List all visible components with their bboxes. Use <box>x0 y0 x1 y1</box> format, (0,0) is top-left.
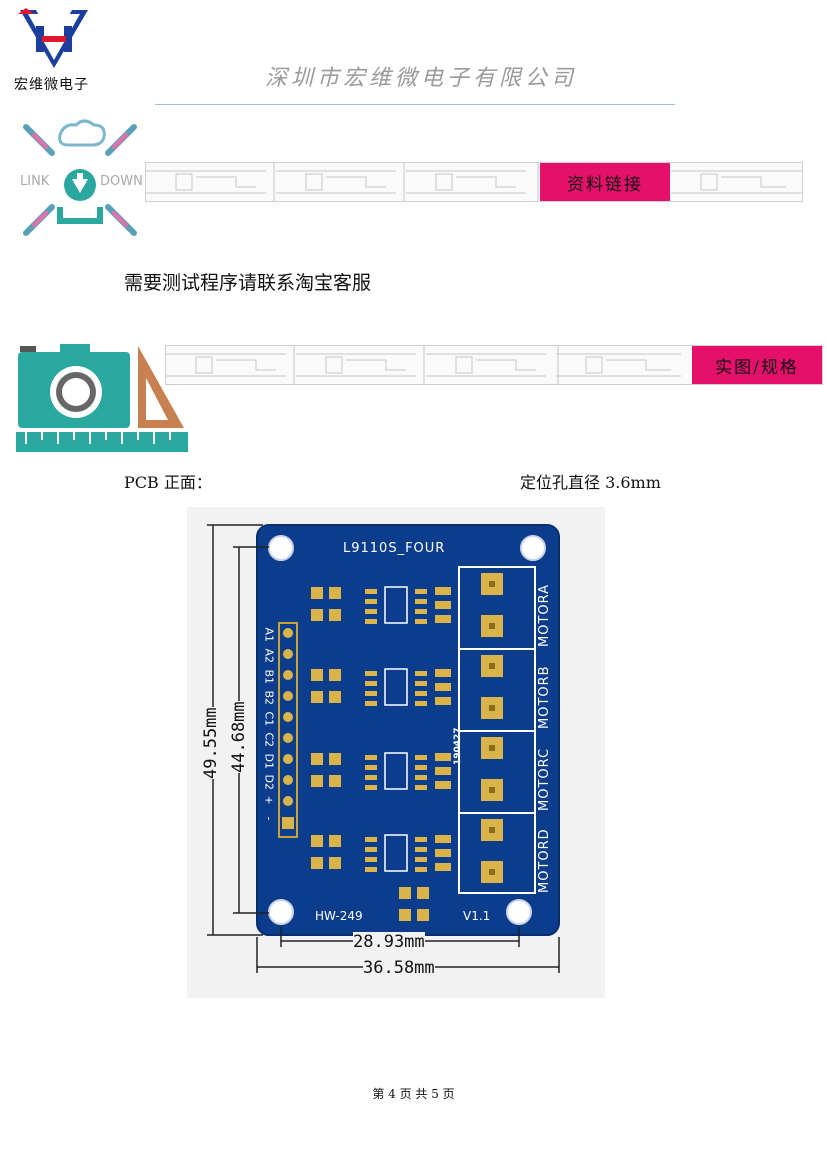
company-name: 深圳市宏维微电子有限公司 <box>265 66 578 91</box>
photo-spec-tag[interactable]: 实图/规格 <box>692 346 822 384</box>
board-title: L9110S_FOUR <box>343 541 446 556</box>
page-number: 第 4 页 共 5 页 <box>372 1087 455 1101</box>
pin-label: D2 <box>262 774 276 790</box>
down-icon-word: DOWN <box>100 174 143 189</box>
dim-inner-height: 44.68mm <box>229 701 249 773</box>
dim-outer-width: 36.58mm <box>363 958 435 978</box>
board-model: HW-249 <box>315 909 363 923</box>
circuit-pattern <box>146 163 802 201</box>
logo-caption: 宏维微电子 <box>14 77 89 93</box>
pcb-front-label: PCB 正面： <box>124 473 212 492</box>
dim-inner-width: 28.93mm <box>353 932 425 952</box>
pin-label: D1 <box>262 753 276 769</box>
motor-label-c: MOTORC <box>537 747 552 811</box>
header-divider <box>155 104 675 105</box>
motor-label-b: MOTORB <box>537 665 552 729</box>
pin-label: B1 <box>262 669 276 685</box>
camera-ruler-icon <box>16 344 188 456</box>
pin-label: - <box>262 816 276 821</box>
circuit-pattern <box>166 346 681 384</box>
pin-label: A2 <box>262 648 276 664</box>
company-logo <box>14 6 94 72</box>
pin-label: C1 <box>262 711 276 727</box>
motor-label-d: MOTORD <box>537 828 552 893</box>
photo-spec-label: 实图/规格 <box>715 357 799 378</box>
dim-outer-height: 49.55mm <box>201 707 221 779</box>
link-icon-word: LINK <box>20 174 50 189</box>
mounting-hole-label: 定位孔直径 3.6mm <box>520 473 661 492</box>
pin-labels: A1 A2 B1 B2 C1 C2 D1 D2 + - <box>261 625 277 835</box>
pcb-photo: L9110S_FOUR HW-249 V1.1 190427 A1 A2 B1 … <box>187 507 605 998</box>
motor-label-a: MOTORA <box>537 583 552 647</box>
photo-banner: 实图/规格 <box>165 345 823 385</box>
date-code: 190427 <box>453 727 463 765</box>
pin-label: A1 <box>262 627 276 643</box>
link-banner: 资料链接 <box>145 162 803 202</box>
pin-label: + <box>262 795 276 805</box>
link-download-icon <box>16 115 144 245</box>
board-version: V1.1 <box>463 909 491 923</box>
download-link-tag[interactable]: 资料链接 <box>540 163 670 201</box>
download-link-label: 资料链接 <box>567 174 643 195</box>
support-note: 需要测试程序请联系淘宝客服 <box>124 272 372 294</box>
pin-label: C2 <box>262 732 276 748</box>
pin-label: B2 <box>262 690 276 706</box>
